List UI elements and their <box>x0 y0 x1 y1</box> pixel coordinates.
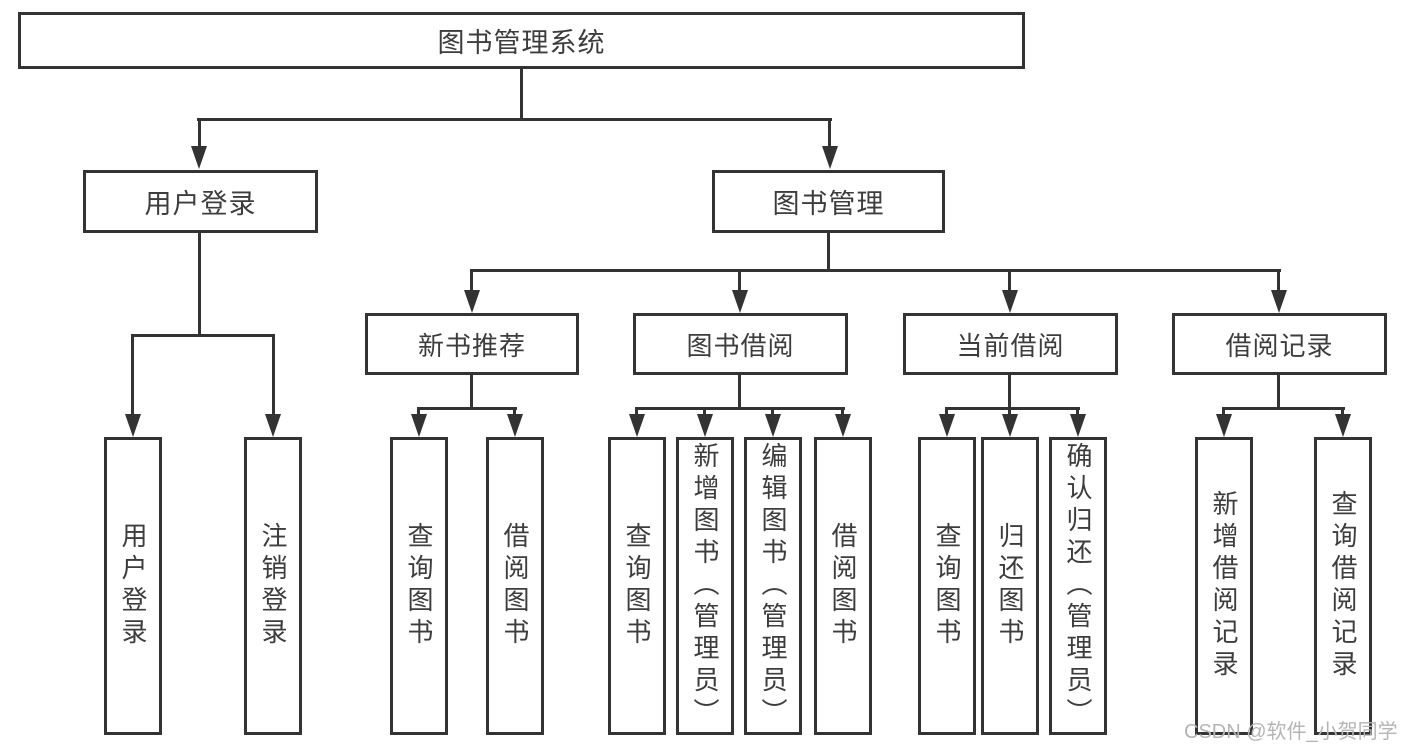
connector-userlogin-rail <box>131 334 275 337</box>
arrowhead-login <box>125 414 141 437</box>
connector-borrow-rail <box>635 407 845 410</box>
leaf-nb-borrow-label: 借阅图书 <box>500 522 530 650</box>
arrowhead-borrow-records <box>1271 290 1287 313</box>
connector-current-stub3 <box>1076 407 1079 416</box>
node-leaf-bb-borrow: 借阅图书 <box>814 437 872 735</box>
arrowhead-nb-query <box>411 414 427 437</box>
connector-records-stub2 <box>1341 407 1344 416</box>
node-leaf-bb-query: 查询图书 <box>608 437 666 735</box>
node-leaf-br-add: 新增借阅记录 <box>1195 437 1253 735</box>
node-leaf-nb-borrow: 借阅图书 <box>486 437 544 735</box>
leaf-login-label: 用户登录 <box>118 522 148 650</box>
node-borrow-records: 借阅记录 <box>1172 313 1387 375</box>
connector-userlogin-stem <box>198 233 201 337</box>
leaf-logout-label: 注销登录 <box>258 522 288 650</box>
connector-records-rail <box>1222 407 1345 410</box>
leaf-cb-return-label: 归还图书 <box>995 522 1025 650</box>
connector-current-stem <box>1008 375 1011 410</box>
node-user-login: 用户登录 <box>83 170 318 233</box>
connector-root-rail <box>197 118 832 121</box>
node-leaf-cb-return: 归还图书 <box>981 437 1039 735</box>
connector-root-stub-right <box>828 118 831 149</box>
node-root: 图书管理系统 <box>18 12 1025 69</box>
node-new-book-rec: 新书推荐 <box>365 313 579 375</box>
leaf-bb-edit-label: 编辑图书（管理员） <box>758 442 788 730</box>
leaf-bb-borrow-label: 借阅图书 <box>828 522 858 650</box>
node-leaf-br-query: 查询借阅记录 <box>1314 437 1372 735</box>
connector-bookmgmt-rail <box>470 269 1281 272</box>
node-leaf-bb-edit: 编辑图书（管理员） <box>744 437 802 735</box>
leaf-bb-query-label: 查询图书 <box>622 522 652 650</box>
node-book-borrow: 图书借阅 <box>633 313 848 375</box>
connector-current-stub1 <box>945 407 948 416</box>
leaf-nb-query-label: 查询图书 <box>404 522 434 650</box>
arrowhead-logout <box>265 414 281 437</box>
node-leaf-logout: 注销登录 <box>244 437 302 735</box>
arrowhead-br-add <box>1216 414 1232 437</box>
node-leaf-nb-query: 查询图书 <box>390 437 448 735</box>
arrowhead-book-mgmt <box>822 146 838 169</box>
arrowhead-cb-confirm <box>1070 414 1086 437</box>
connector-userlogin-stub1 <box>131 334 134 416</box>
leaf-bb-add-label: 新增图书（管理员） <box>690 442 720 730</box>
arrowhead-book-borrow <box>732 290 748 313</box>
connector-records-stub1 <box>1222 407 1225 416</box>
node-leaf-cb-query: 查询图书 <box>918 437 976 735</box>
connector-bookmgmt-stub3 <box>1008 269 1011 293</box>
connector-borrow-stub3 <box>771 407 774 416</box>
arrowhead-new-book-rec <box>464 290 480 313</box>
connector-bookmgmt-stub4 <box>1277 269 1280 293</box>
connector-root-stub-left <box>198 118 201 149</box>
watermark: CSDN @软件_小贺同学 <box>1184 721 1398 743</box>
connector-newbook-rail <box>417 407 517 410</box>
node-leaf-bb-add: 新增图书（管理员） <box>676 437 734 735</box>
arrowhead-cb-query <box>939 414 955 437</box>
connector-newbook-stem <box>470 375 473 410</box>
connector-bookmgmt-stem <box>827 233 830 272</box>
arrowhead-user-login <box>191 146 207 169</box>
arrowhead-bb-edit <box>765 414 781 437</box>
connector-current-stub2 <box>1008 407 1011 416</box>
arrowhead-bb-query <box>629 414 645 437</box>
arrowhead-current-borrow <box>1002 290 1018 313</box>
node-leaf-login: 用户登录 <box>104 437 162 735</box>
leaf-br-query-label: 查询借阅记录 <box>1328 490 1358 682</box>
arrowhead-cb-return <box>1002 414 1018 437</box>
arrowhead-bb-add <box>697 414 713 437</box>
connector-bookmgmt-stub1 <box>470 269 473 293</box>
connector-borrow-stub1 <box>635 407 638 416</box>
connector-borrow-stub4 <box>841 407 844 416</box>
arrowhead-bb-borrow <box>835 414 851 437</box>
node-book-mgmt: 图书管理 <box>712 170 945 233</box>
arrowhead-nb-borrow <box>507 414 523 437</box>
connector-borrow-stub2 <box>703 407 706 416</box>
leaf-cb-confirm-label: 确认归还（管理员） <box>1063 442 1093 730</box>
connector-records-stem <box>1277 375 1280 410</box>
connector-borrow-stem <box>738 375 741 410</box>
connector-bookmgmt-stub2 <box>738 269 741 293</box>
node-leaf-cb-confirm: 确认归还（管理员） <box>1049 437 1107 735</box>
node-current-borrow: 当前借阅 <box>903 313 1118 375</box>
leaf-br-add-label: 新增借阅记录 <box>1209 490 1239 682</box>
connector-newbook-stub1 <box>417 407 420 416</box>
connector-current-rail <box>945 407 1080 410</box>
connector-newbook-stub2 <box>513 407 516 416</box>
arrowhead-br-query <box>1335 414 1351 437</box>
connector-userlogin-stub2 <box>272 334 275 416</box>
connector-root-stem <box>520 68 523 121</box>
leaf-cb-query-label: 查询图书 <box>932 522 962 650</box>
